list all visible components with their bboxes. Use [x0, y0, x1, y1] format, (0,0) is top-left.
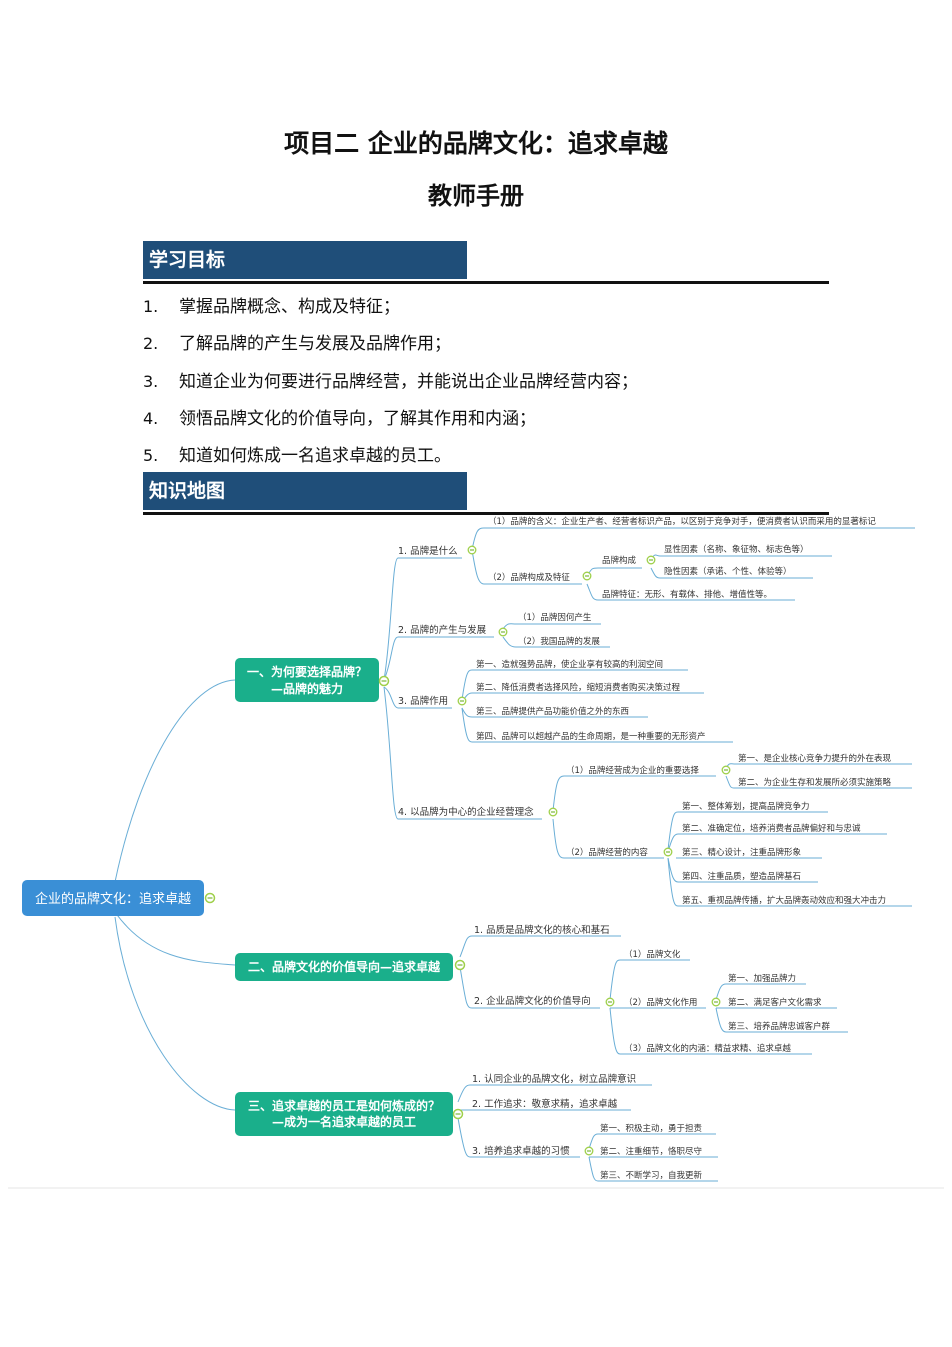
map-label: 第一、加强品牌力	[728, 973, 796, 984]
map-label: 2. 品牌的产生与发展	[398, 624, 487, 636]
section-header-objectives: 学习目标	[143, 241, 829, 285]
objective-item: 3. 知道企业为何要进行品牌经营，并能说出企业品牌经营内容；	[143, 367, 638, 392]
main-node-label: 三、追求卓越的员工是如何炼成的？	[248, 1098, 440, 1113]
section-title: 知识地图	[143, 472, 467, 510]
map-label: 第二、准确定位，培养消费者品牌偏好和与忠诚	[682, 823, 861, 834]
map-label: 第一、整体筹划，提高品牌竞争力	[682, 801, 810, 812]
map-label: （1）品牌的含义：企业生产者、经营者标识产品，以区别于竞争对手，便消费者认识而采…	[488, 516, 876, 527]
main-node-3	[235, 1092, 453, 1136]
map-label: 第二、满足客户文化需求	[728, 997, 822, 1008]
map-label: （1）品牌经营成为企业的重要选择	[566, 765, 699, 776]
map-label: 第三、培养品牌忠诚客户群	[728, 1021, 831, 1032]
map-label: 1. 认同企业的品牌文化，树立品牌意识	[472, 1073, 636, 1085]
map-label: 第一、是企业核心竞争力提升的外在表现	[738, 753, 892, 764]
map-label: 品牌构成	[602, 555, 637, 566]
map-label: 1. 品质是品牌文化的核心和基石	[474, 924, 610, 936]
map-label: 3. 培养追求卓越的习惯	[472, 1145, 570, 1157]
objective-text: 知道企业为何要进行品牌经营，并能说出企业品牌经营内容；	[179, 372, 638, 392]
page-subtitle: 教师手册	[428, 182, 524, 210]
map-label: （2）我国品牌的发展	[518, 636, 600, 647]
main-node-label: 二、品牌文化的价值导向—追求卓越	[248, 959, 441, 974]
objective-number: 1.	[143, 297, 159, 316]
objective-item: 5. 知道如何炼成一名追求卓越的员工。	[143, 441, 451, 466]
map-label: 第三、品牌提供产品功能价值之外的东西	[476, 706, 629, 717]
main-node-2	[235, 953, 453, 981]
section-divider	[143, 281, 829, 284]
page-title: 项目二 企业的品牌文化：追求卓越	[284, 129, 668, 158]
main-node-label: —成为一名追求卓越的员工	[272, 1114, 416, 1129]
objective-text: 领悟品牌文化的价值导向，了解其作用和内涵；	[179, 409, 536, 429]
map-label: 第二、注重细节，恪职尽守	[600, 1146, 702, 1157]
map-label: 第三、精心设计，注重品牌形象	[682, 847, 802, 858]
map-label: 显性因素（名称、象征物、标志色等）	[664, 544, 809, 555]
section-header-knowledge-map: 知识地图	[143, 472, 829, 516]
objective-number: 4.	[143, 409, 159, 428]
map-label: （3）品牌文化的内涵：精益求精、追求卓越	[624, 1043, 791, 1054]
map-label: （2）品牌经营的内容	[566, 847, 648, 858]
map-label: 2. 工作追求：敬意求精，追求卓越	[472, 1098, 618, 1110]
map-label: 隐性因素（承诺、个性、体验等）	[664, 566, 792, 577]
section-title: 学习目标	[143, 241, 467, 279]
map-label: 品牌特征：无形、有载体、排他、增值性等。	[602, 589, 772, 600]
map-label: （1）品牌因何产生	[518, 612, 592, 623]
map-label: 第四、注重品质，塑造品牌基石	[682, 871, 801, 882]
root-node-label: 企业的品牌文化：追求卓越	[35, 891, 191, 907]
map-label: 2. 企业品牌文化的价值导向	[474, 995, 591, 1007]
map-label: 第一、积极主动，勇于担责	[600, 1123, 703, 1134]
map-label: 第四、品牌可以超越产品的生命周期，是一种重要的无形资产	[476, 731, 706, 742]
objective-item: 4. 领悟品牌文化的价值导向，了解其作用和内涵；	[143, 404, 536, 429]
map-label: 第五、重视品牌传播，扩大品牌轰动效应和强大冲击力	[682, 895, 886, 906]
objective-text: 掌握品牌概念、构成及特征；	[179, 297, 400, 317]
map-label: （2）品牌构成及特征	[488, 572, 570, 583]
objective-number: 2.	[143, 334, 159, 353]
objective-text: 知道如何炼成一名追求卓越的员工。	[179, 446, 451, 466]
map-label: （1）品牌文化	[624, 949, 681, 960]
section-divider	[143, 512, 829, 515]
map-label: 1. 品牌是什么	[398, 545, 458, 557]
map-label: 第二、为企业生存和发展所必须实施策略	[738, 777, 892, 788]
map-label: （2）品牌文化作用	[624, 997, 697, 1008]
main-node-label: —品牌的魅力	[271, 681, 343, 696]
knowledge-mind-map: 企业的品牌文化：追求卓越 一、为何要选择品牌？ —品牌的魅力 二、品牌文化的价值…	[8, 516, 944, 1189]
objective-item: 1. 掌握品牌概念、构成及特征；	[143, 292, 400, 317]
objective-number: 5.	[143, 446, 159, 465]
map-label: 4. 以品牌为中心的企业经营理念	[398, 806, 534, 818]
main-node-label: 一、为何要选择品牌？	[247, 664, 367, 679]
objective-number: 3.	[143, 372, 159, 391]
root-node	[22, 880, 204, 916]
main-node-1	[235, 658, 379, 702]
map-label: 第三、不断学习，自我更新	[600, 1170, 703, 1181]
objective-item: 2. 了解品牌的产生与发展及品牌作用；	[143, 329, 451, 354]
objective-text: 了解品牌的产生与发展及品牌作用；	[179, 334, 451, 354]
map-label: 第二、降低消费者选择风险，缩短消费者购买决策过程	[476, 682, 681, 693]
map-label: 第一、造就强势品牌，使企业享有较高的利润空间	[476, 659, 663, 670]
map-label: 3. 品牌作用	[398, 695, 448, 707]
